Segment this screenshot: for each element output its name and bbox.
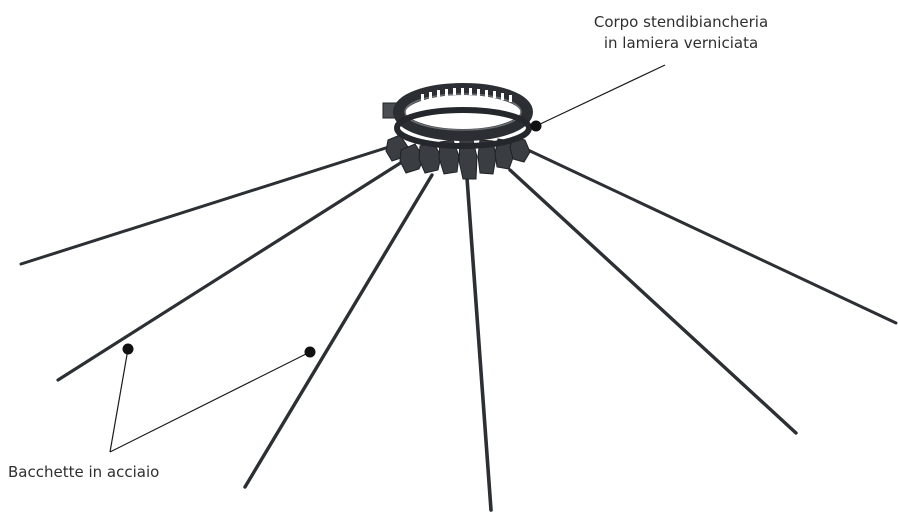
leader-rod-left [109, 348, 129, 453]
rod-2 [56, 160, 404, 382]
rod-brackets [385, 134, 531, 180]
rod-1 [19, 144, 394, 266]
rod-3 [243, 173, 434, 489]
steel-rods-label: Bacchette in acciaio [8, 463, 160, 481]
dryer-body-label-line1: Corpo stendibiancheria [593, 13, 769, 31]
marker-body [530, 120, 542, 132]
bracket [399, 143, 425, 174]
leader-rod-right [109, 351, 311, 453]
bracket [477, 139, 497, 175]
rod-5 [508, 168, 798, 435]
dryer-body-label-line2: in lamiera verniciata [603, 34, 759, 52]
leader-markers [122, 120, 542, 358]
dryer-body-label: Corpo stendibiancheria in lamiera vernic… [556, 12, 806, 54]
leader-body [535, 64, 666, 127]
marker-rod-left [122, 343, 134, 355]
bracket [509, 136, 531, 163]
rod-6 [526, 148, 898, 325]
collar-ring [382, 83, 533, 149]
leader-lines [109, 64, 666, 453]
ring-shadow [394, 107, 532, 149]
marker-rod-right [304, 346, 316, 358]
rod-4 [465, 176, 493, 512]
steel-rods [19, 144, 898, 512]
ring-slots [421, 88, 512, 102]
